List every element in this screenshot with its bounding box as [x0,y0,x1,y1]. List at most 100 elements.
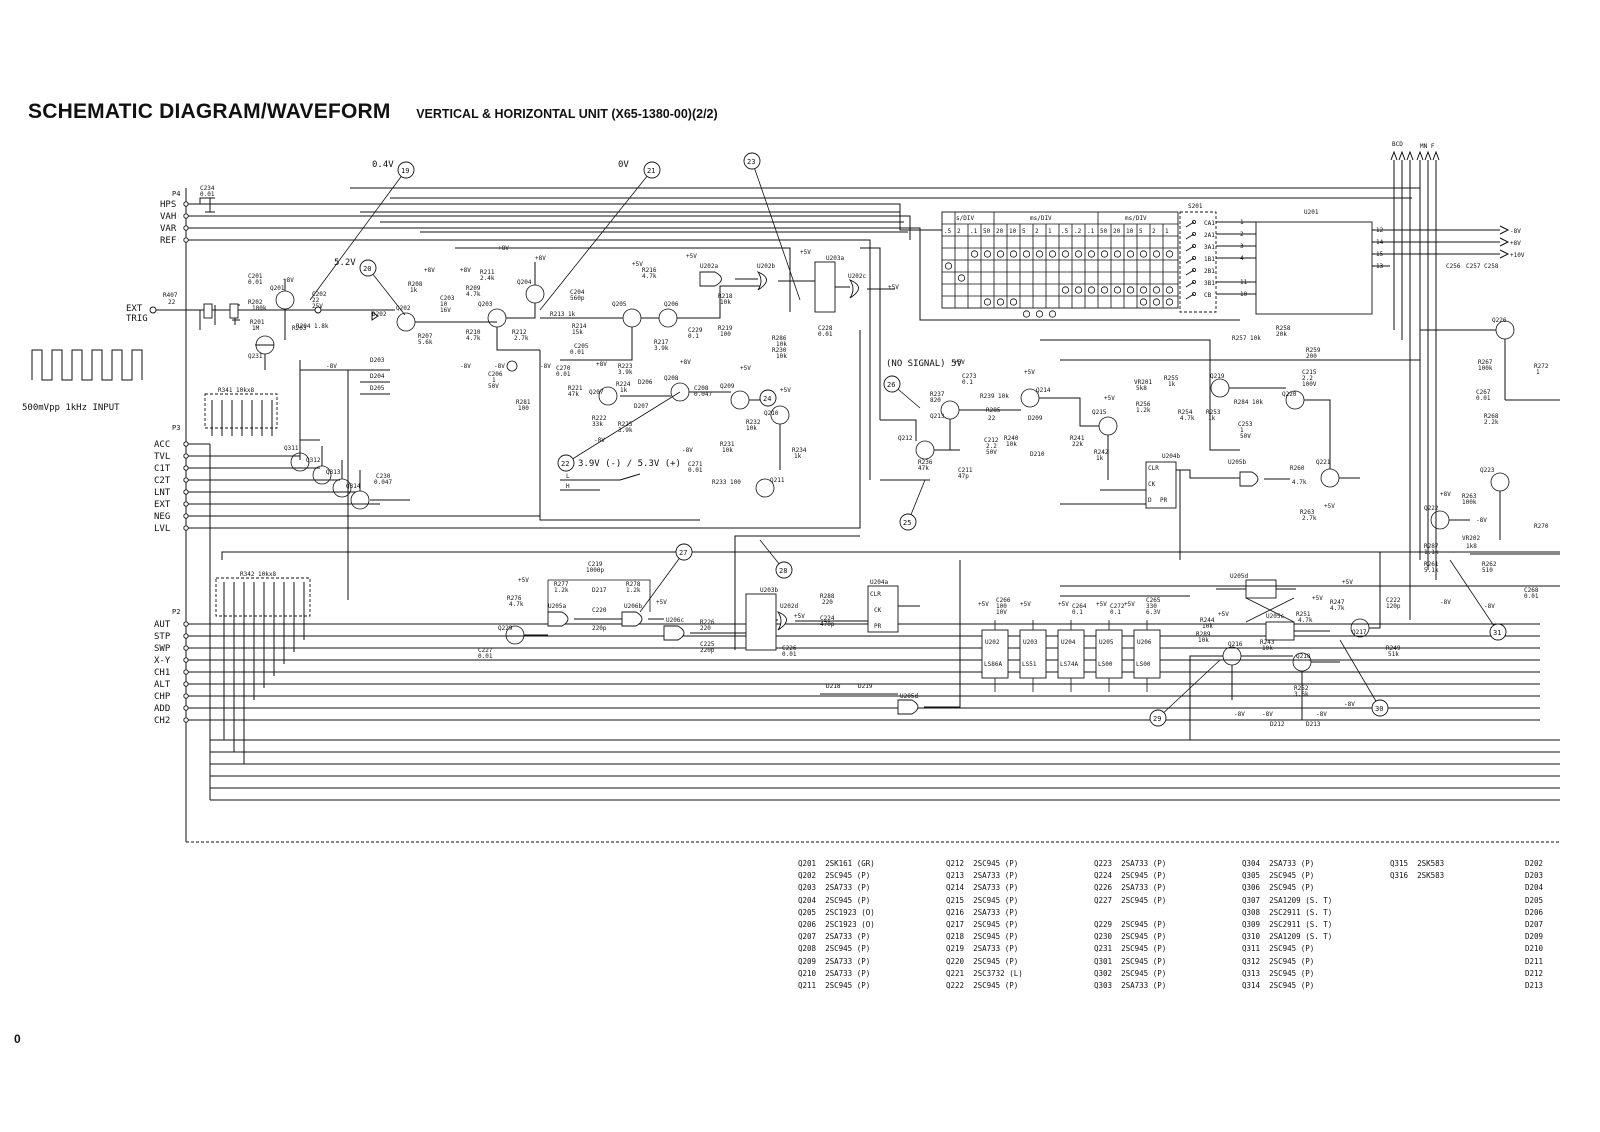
svg-text:C219: C219 [588,561,603,568]
svg-text:-8V: -8V [326,363,337,370]
svg-text:200: 200 [1306,353,1317,360]
svg-text:Q209: Q209 [720,383,735,390]
svg-text:0.01: 0.01 [1476,395,1491,402]
parts-list-entry: Q211 2SC945 (P) [798,981,871,991]
svg-text:20k: 20k [1276,331,1287,338]
test-point-26: 26(NO SIGNAL) 5V [883,359,962,409]
svg-text:25V: 25V [312,303,323,310]
parts-list-entry: D211 [1525,956,1544,966]
svg-text:R247: R247 [1330,599,1345,606]
p2-pin-stp: STP [154,632,171,642]
parts-list-entry: Q214 2SA733 (P) [946,883,1019,893]
p4-pin-vah: VAH [160,212,176,222]
svg-text:C212: C212 [984,437,999,444]
svg-text:R251: R251 [1296,611,1311,618]
svg-text:+5V: +5V [518,577,529,584]
sweep-group-s-div: s/DIV [956,215,974,222]
svg-text:C264: C264 [1072,603,1087,610]
bcd-label: BCD [1392,141,1403,148]
ic-ref: U204 [1061,639,1076,646]
svg-text:+5V: +5V [1324,503,1335,510]
svg-text:1000p: 1000p [586,567,604,574]
svg-text:Q207: Q207 [589,389,604,396]
svg-text:10V: 10V [996,609,1007,616]
svg-text:R407: R407 [163,292,178,299]
svg-text:0.01: 0.01 [248,279,263,286]
svg-text:10k: 10k [1262,645,1273,652]
test-point-31: 31 [1449,559,1507,641]
test-point-28: 28 [759,539,793,579]
sweep-matrix-dot [1022,310,1031,318]
svg-text:1k: 1k [1168,381,1176,388]
test-point-number: 30 [1375,705,1383,713]
sweep-header-cell: .2 [1074,228,1082,235]
test-point-number: 21 [647,167,655,175]
sweep-matrix-dot [1152,298,1161,306]
svg-text:1: 1 [492,377,496,384]
svg-text:Q206: Q206 [664,301,679,308]
svg-text:R267: R267 [1478,359,1493,366]
sweep-header-cell: 5 [1139,228,1143,235]
svg-text:+5V: +5V [656,599,667,606]
rail-minus-8v: -8V [1510,228,1521,235]
svg-text:+5V: +5V [1312,595,1323,602]
svg-text:4.7k: 4.7k [466,335,481,342]
svg-text:C228: C228 [818,325,833,332]
svg-text:0.1: 0.1 [1110,609,1121,616]
svg-text:C270: C270 [556,365,571,372]
svg-text:R232: R232 [746,419,761,426]
sweep-matrix-dot [1087,250,1096,258]
svg-text:R261: R261 [1424,561,1439,568]
test-point-voltage: 0.4V [372,160,394,170]
svg-text:Q215: Q215 [1092,409,1107,416]
test-point-number: 19 [401,167,409,175]
svg-text:+5V: +5V [1096,601,1107,608]
test-point-number: 25 [903,519,911,527]
sweep-matrix-dot [983,298,992,306]
ic-type: LS51 [1022,661,1037,668]
svg-text:D210: D210 [1030,451,1045,458]
sweep-matrix-dot [1048,250,1057,258]
sweep-matrix-dot [944,262,953,270]
svg-text:10k: 10k [720,299,731,306]
svg-text:Q231: Q231 [248,353,263,360]
svg-text:0.047: 0.047 [374,479,392,486]
svg-text:R281: R281 [516,399,531,406]
parts-list-entry: Q311 2SC945 (P) [1242,944,1315,954]
svg-text:C208: C208 [694,385,709,392]
svg-text:+5V: +5V [632,261,643,268]
svg-text:22: 22 [168,299,176,306]
svg-text:R259: R259 [1306,347,1321,354]
svg-text:-8V: -8V [460,363,471,370]
p3-pin-ext: EXT [154,500,171,510]
svg-text:220p: 220p [592,625,607,632]
sweep-matrix-dot [1048,310,1057,318]
ext-trig-label-1: EXT [126,304,143,314]
svg-text:+5V: +5V [1104,395,1115,402]
sweep-header-cell: 10 [1126,228,1134,235]
svg-text:VR202: VR202 [1462,535,1480,542]
mnf-label: MN F [1420,143,1435,150]
svg-text:R288: R288 [820,593,835,600]
sweep-matrix-dot [970,250,979,258]
svg-text:R203: R203 [292,325,307,332]
svg-text:R286: R286 [772,335,787,342]
svg-text:10: 10 [440,301,448,308]
svg-text:C272: C272 [1110,603,1125,610]
sweep-matrix-dot [1100,250,1109,258]
svg-text:0.01: 0.01 [200,191,215,198]
svg-text:H: H [566,483,570,490]
svg-text:51k: 51k [1388,651,1399,658]
p4-pin-ref: REF [160,236,176,246]
svg-text:3.6k: 3.6k [1294,691,1309,698]
parts-list-entry: Q315 2SK583 [1390,859,1445,868]
svg-text:+5V: +5V [1124,601,1135,608]
svg-text:R217: R217 [654,339,669,346]
svg-text:4.7k: 4.7k [1330,605,1345,612]
sweep-matrix-dot [996,250,1005,258]
svg-text:CK: CK [874,607,882,614]
svg-text:+5V: +5V [1058,601,1069,608]
test-point-voltage: 0V [618,160,629,170]
svg-text:D218: D218 [826,683,841,690]
